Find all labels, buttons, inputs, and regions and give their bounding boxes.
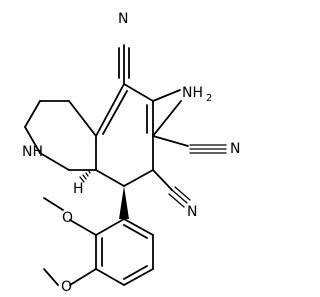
carbocycle-bonds [95,83,182,187]
amine-subscript: 2 [206,93,212,104]
methoxy-upper-o-label: O [62,210,73,226]
piperidine-ring: NH [22,100,97,171]
stereo-hash-h: H [73,170,91,197]
amine-nh-label: NH [182,85,203,101]
methoxy-lower-o-label: O [61,279,72,295]
nitrile-right: N [152,135,240,157]
stereo-wedge-aryl [119,186,129,219]
dimethoxyphenyl-ring [95,218,154,286]
nitrile-lower-right: N [152,169,197,220]
nitrile-lower-right-n-label: N [187,204,197,220]
amino-group: NH 2 [152,85,212,104]
methoxy-upper: O [43,197,97,236]
methoxy-lower: O [43,268,97,295]
nitrile-right-n-label: N [230,141,240,157]
ring-nh-label: NH [22,144,43,160]
stereo-h-label: H [73,181,84,197]
nitrile-top-n-label: N [118,11,128,27]
molecule-structure: N NH 2 N N [22,11,240,295]
nitrile-top: N [118,11,130,85]
